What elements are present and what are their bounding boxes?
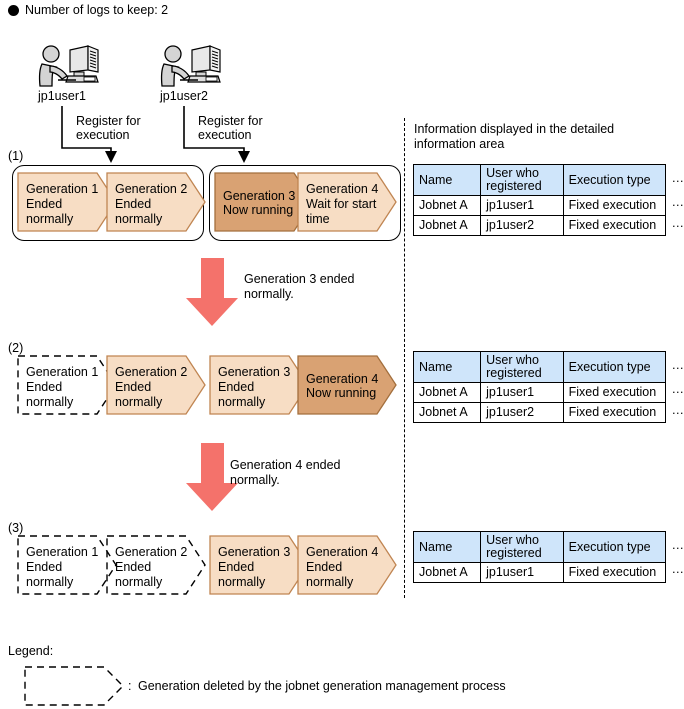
chevron-shape-dashed — [17, 355, 117, 415]
person-at-computer-icon — [160, 45, 221, 87]
table-header-user: User who registered — [480, 164, 564, 196]
legend-description: Generation deleted by the jobnet generat… — [138, 679, 506, 693]
table-header-name: Name — [412, 351, 482, 383]
detail-table-2-wrapper: Name User who registered Execution type … — [412, 351, 684, 423]
generation-shape-deleted: Generation 1 Ended normally — [17, 535, 117, 595]
cell-type: Fixed execution — [562, 215, 666, 236]
table-header-name: Name — [412, 164, 482, 196]
chevron-shape — [297, 355, 397, 415]
table-header-row: Name User who registered Execution type — [412, 164, 666, 196]
detail-table-3: Name User who registered Execution type … — [412, 531, 666, 583]
detail-table-1: Name User who registered Execution type … — [412, 164, 666, 236]
overflow-marker: … — [671, 216, 684, 230]
detail-table-3-wrapper: Name User who registered Execution type … — [412, 531, 684, 583]
legend-title: Legend: — [8, 644, 54, 658]
generation-shape: Generation 2 Ended normally — [106, 355, 206, 415]
cell-type: Fixed execution — [562, 382, 666, 403]
chevron-shape — [209, 535, 309, 595]
table-header-user: User who registered — [480, 351, 564, 383]
table-header-name: Name — [412, 531, 482, 563]
step-label-2: (2) — [8, 341, 24, 355]
transition-caption-2: Generation 4 ended normally. — [230, 458, 341, 487]
generation-shape: Generation 1 Ended normally — [17, 172, 117, 232]
cell-type: Fixed execution — [562, 562, 666, 583]
chevron-shape-dashed — [106, 535, 206, 595]
overflow-marker: … — [671, 403, 684, 417]
chevron-shape — [106, 355, 206, 415]
cell-user: jp1user1 — [480, 562, 564, 583]
generation-shape: Generation 4 Wait for start time — [297, 172, 397, 232]
generation-shape: Generation 2 Ended normally — [106, 172, 206, 232]
cell-type: Fixed execution — [562, 402, 666, 423]
user-jp1user1: jp1user1 — [34, 42, 124, 103]
page-heading: Number of logs to keep: 2 — [8, 3, 168, 17]
transition-arrow-2 — [186, 443, 238, 511]
step-label-3: (3) — [8, 521, 24, 535]
overflow-marker: … — [671, 562, 684, 576]
chevron-shape-dashed — [17, 535, 117, 595]
cell-name: Jobnet A — [412, 562, 482, 583]
register-label-2: Register for execution — [198, 114, 263, 142]
cell-type: Fixed execution — [562, 195, 666, 216]
overflow-marker: … — [671, 195, 684, 209]
page-title: Number of logs to keep: 2 — [25, 3, 169, 17]
chevron-shape — [209, 355, 309, 415]
table-header-row: Name User who registered Execution type — [412, 351, 666, 383]
legend-chevron-shape-dashed — [24, 666, 124, 706]
overflow-marker: … — [671, 358, 684, 372]
overflow-marker: … — [671, 538, 684, 552]
generation-shape-deleted: Generation 2 Ended normally — [106, 535, 206, 595]
table-header-type: Execution type — [562, 531, 666, 563]
detail-table-1-wrapper: Name User who registered Execution type … — [412, 164, 684, 236]
legend-separator: : — [128, 679, 132, 693]
step-label-1: (1) — [8, 149, 24, 163]
generation-shape: Generation 3 Ended normally — [209, 355, 309, 415]
chevron-shape — [17, 172, 117, 232]
transition-arrow-1 — [186, 258, 238, 326]
detail-area-caption: Information displayed in the detailed in… — [414, 122, 615, 151]
section-divider — [404, 118, 405, 598]
chevron-shape — [297, 172, 397, 232]
table-row: Jobnet A jp1user2 Fixed execution — [412, 402, 666, 423]
cell-name: Jobnet A — [412, 402, 482, 423]
cell-name: Jobnet A — [412, 215, 482, 236]
table-header-type: Execution type — [562, 164, 666, 196]
cell-user: jp1user2 — [480, 215, 564, 236]
generation-shape: Generation 3 Ended normally — [209, 535, 309, 595]
person-at-computer-icon — [38, 45, 99, 87]
generation-group-container — [209, 165, 401, 241]
cell-user: jp1user1 — [480, 382, 564, 403]
cell-name: Jobnet A — [412, 382, 482, 403]
generation-shape: Generation 4 Ended normally — [297, 535, 397, 595]
overflow-marker: … — [671, 382, 684, 396]
user-label: jp1user2 — [160, 89, 208, 103]
transition-caption-1: Generation 3 ended normally. — [244, 272, 355, 301]
table-row: Jobnet A jp1user1 Fixed execution — [412, 382, 666, 403]
table-header-user: User who registered — [480, 531, 564, 563]
register-connector-2 — [183, 106, 250, 163]
table-row: Jobnet A jp1user2 Fixed execution — [412, 215, 666, 236]
table-header-type: Execution type — [562, 351, 666, 383]
chevron-shape — [297, 535, 397, 595]
user-label: jp1user1 — [38, 89, 86, 103]
chevron-shape — [106, 172, 206, 232]
cell-name: Jobnet A — [412, 195, 482, 216]
table-header-row: Name User who registered Execution type — [412, 531, 666, 563]
table-row: Jobnet A jp1user1 Fixed execution — [412, 562, 666, 583]
overflow-marker: … — [671, 171, 684, 185]
register-label-1: Register for execution — [76, 114, 141, 142]
generation-shape: Generation 4 Now running — [297, 355, 397, 415]
register-connector-1 — [61, 106, 117, 163]
generation-shape-deleted: Generation 1 Ended normally — [17, 355, 117, 415]
user-jp1user2: jp1user2 — [156, 42, 246, 103]
table-row: Jobnet A jp1user1 Fixed execution — [412, 195, 666, 216]
cell-user: jp1user2 — [480, 402, 564, 423]
detail-table-2: Name User who registered Execution type … — [412, 351, 666, 423]
filled-circle-icon — [8, 4, 19, 16]
cell-user: jp1user1 — [480, 195, 564, 216]
